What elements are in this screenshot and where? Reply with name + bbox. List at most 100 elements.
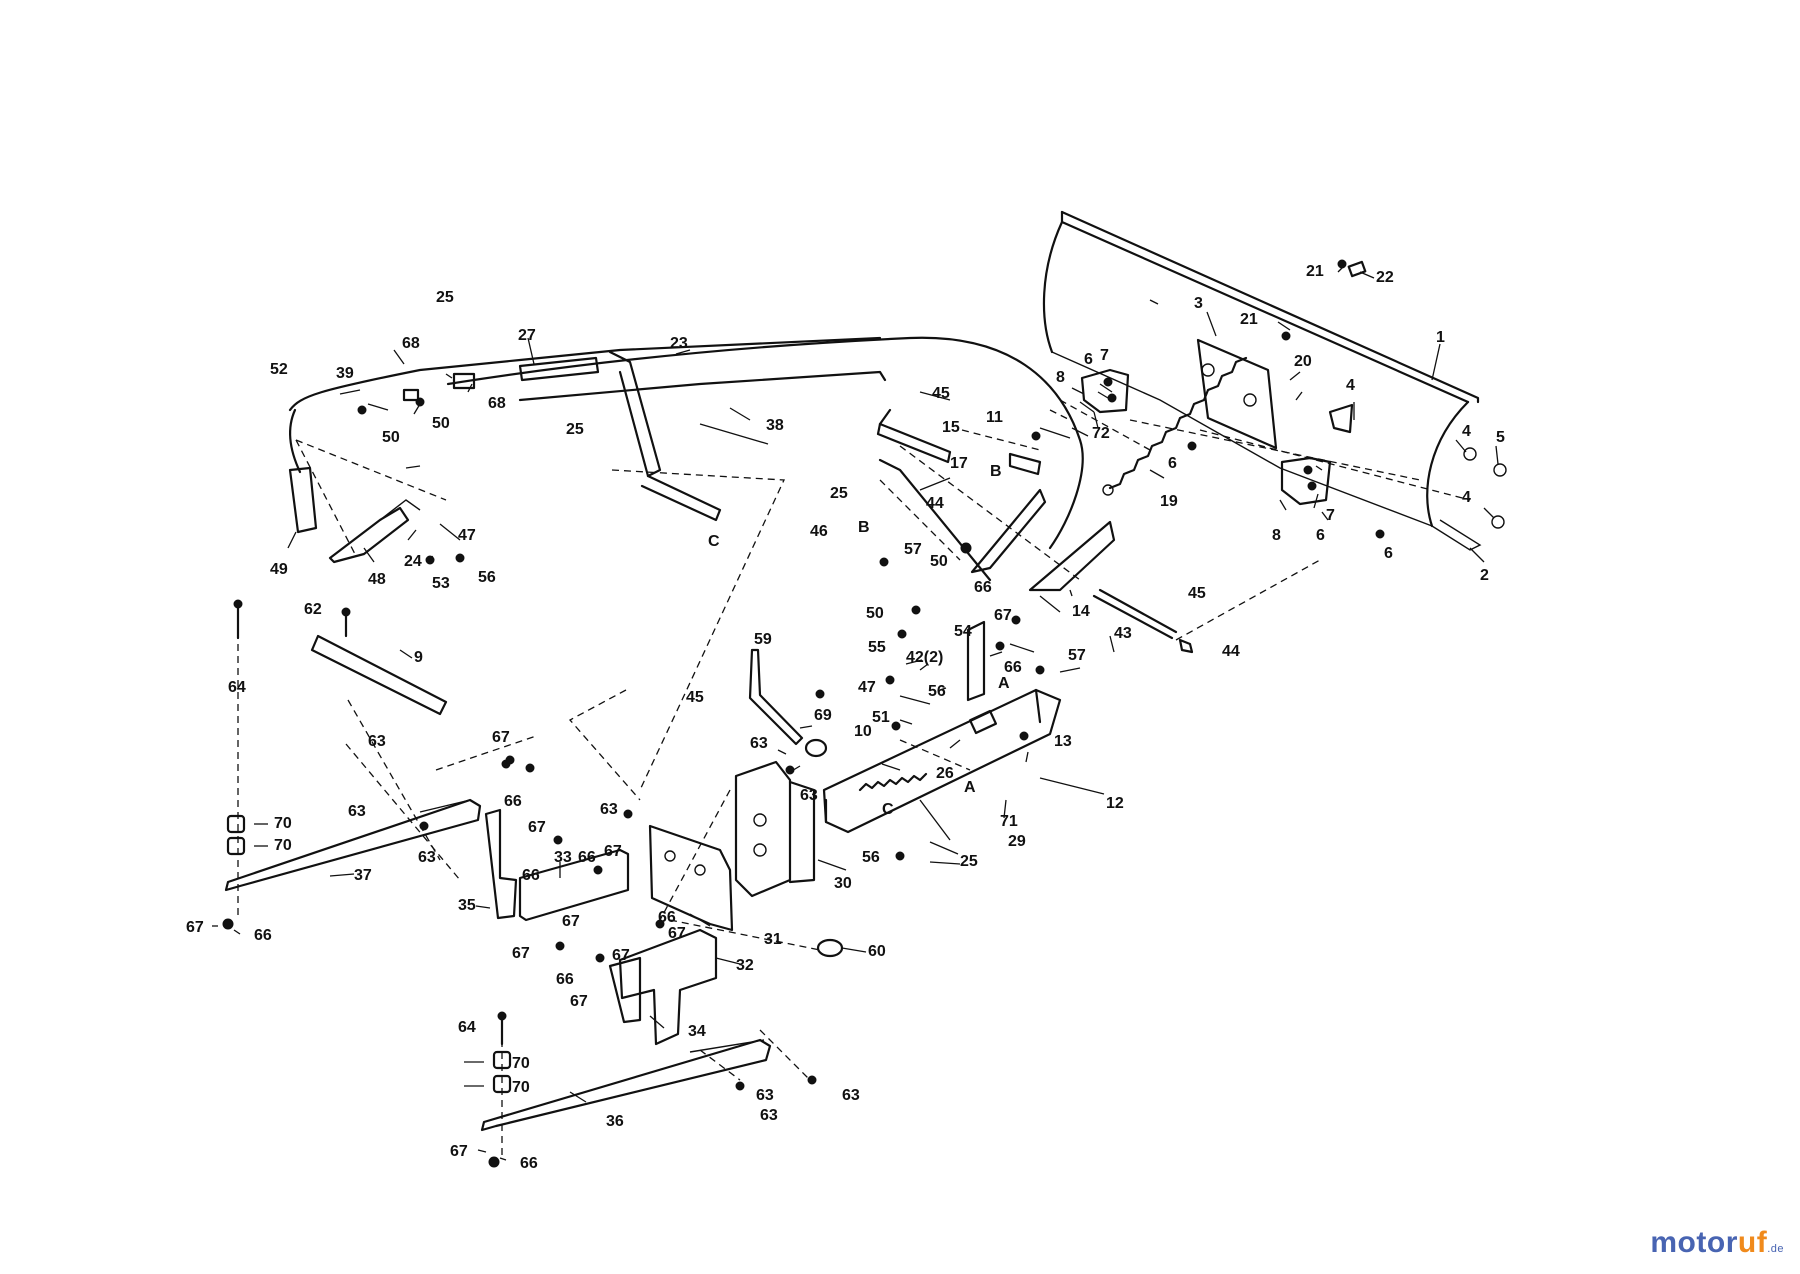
- callout-70: 70: [274, 837, 292, 854]
- callout-63: 63: [418, 849, 436, 866]
- callout-56: 56: [478, 569, 496, 586]
- callout-11: 11: [986, 409, 1003, 426]
- callout-45: 45: [1188, 585, 1206, 602]
- callout-39: 39: [336, 365, 354, 382]
- callout-22: 22: [1376, 269, 1394, 286]
- mount-plate-31: [648, 824, 734, 932]
- callout-56: 56: [928, 683, 946, 700]
- cable-bracket: [1008, 452, 1042, 476]
- callout-29: 29: [1008, 833, 1026, 850]
- callout-50: 50: [382, 429, 400, 446]
- hitch-pin-handle: [748, 648, 804, 746]
- callout-66: 66: [254, 927, 272, 944]
- callout-63: 63: [348, 803, 366, 820]
- callout-25: 25: [436, 289, 454, 306]
- callout-8: 8: [1272, 527, 1281, 544]
- watermark-logo: motoruf.de: [1650, 1226, 1784, 1260]
- callout-50: 50: [930, 553, 948, 570]
- callout-7: 7: [1100, 347, 1109, 364]
- callout-63: 63: [842, 1087, 860, 1104]
- callout-66: 66: [556, 971, 574, 988]
- callout-67: 67: [570, 993, 588, 1010]
- callout-8: 8: [1056, 369, 1065, 386]
- callout-31: 31: [764, 931, 782, 948]
- callout-66: 66: [522, 867, 540, 884]
- callout-13: 13: [1054, 733, 1072, 750]
- callout-53: 53: [432, 575, 450, 592]
- handle-mount-bracket: [328, 499, 421, 564]
- callout-63: 63: [750, 735, 768, 752]
- callout-6: 6: [1316, 527, 1325, 544]
- callout-67: 67: [528, 819, 546, 836]
- callout-57: 57: [1068, 647, 1086, 664]
- callout-56: 56: [862, 849, 880, 866]
- callout-63: 63: [600, 801, 618, 818]
- callout-67: 67: [450, 1143, 468, 1160]
- callout-64: 64: [228, 679, 246, 696]
- callout-46: 46: [810, 523, 828, 540]
- washer-69: [804, 738, 828, 758]
- callout-23: 23: [670, 335, 688, 352]
- callout-6: 6: [1084, 351, 1093, 368]
- callout-66: 66: [974, 579, 992, 596]
- callout-33: 33: [554, 849, 572, 866]
- callout-38: 38: [766, 417, 784, 434]
- callout-67: 67: [994, 607, 1012, 624]
- callout-20: 20: [1294, 353, 1312, 370]
- callout-66: 66: [578, 849, 596, 866]
- callout-51: 51: [872, 709, 890, 726]
- callout-25: 25: [960, 853, 978, 870]
- callout-B: B: [990, 463, 1002, 480]
- callout-44: 44: [1222, 643, 1240, 660]
- lift-rod: [876, 408, 952, 464]
- callout-2: 2: [1480, 567, 1489, 584]
- callout-26: 26: [936, 765, 954, 782]
- watermark-brand-blue: motor: [1650, 1226, 1738, 1259]
- callout-21: 21: [1240, 311, 1258, 328]
- callout-67: 67: [604, 843, 622, 860]
- callout-A: A: [964, 779, 976, 796]
- pivot-rod: [1092, 588, 1194, 654]
- callout-60: 60: [868, 943, 886, 960]
- callout-7: 7: [1326, 507, 1335, 524]
- callout-15: 15: [942, 419, 960, 436]
- callout-47: 47: [858, 679, 876, 696]
- callout-66: 66: [658, 909, 676, 926]
- callout-49: 49: [270, 561, 288, 578]
- callout-54: 54: [954, 623, 972, 640]
- callout-6: 6: [1384, 545, 1393, 562]
- callout-1: 1: [1436, 329, 1445, 346]
- callout-68: 68: [402, 335, 420, 352]
- push-frame-right: [878, 458, 1116, 592]
- callout-42: 42(2): [906, 649, 943, 666]
- push-bar-37: [224, 798, 482, 892]
- callout-A: A: [998, 675, 1010, 692]
- callout-14: 14: [1072, 603, 1090, 620]
- callout-B: B: [858, 519, 870, 536]
- callout-50: 50: [866, 605, 884, 622]
- blade-bracket: [1196, 338, 1278, 450]
- spacers-upper: [226, 814, 246, 856]
- main-frame-tube: [822, 688, 1062, 834]
- callout-25: 25: [566, 421, 584, 438]
- bracket-32: [618, 928, 718, 1046]
- callout-4: 4: [1462, 423, 1471, 440]
- callout-63: 63: [760, 1107, 778, 1124]
- callout-24: 24: [404, 553, 422, 570]
- callout-10: 10: [854, 723, 872, 740]
- callout-44: 44: [926, 495, 944, 512]
- dozer-blade: [1042, 210, 1482, 551]
- callout-59: 59: [754, 631, 772, 648]
- callout-52: 52: [270, 361, 288, 378]
- callout-19: 19: [1160, 493, 1178, 510]
- lift-handle-assembly: [288, 336, 1084, 550]
- callout-67: 67: [492, 729, 510, 746]
- callout-17: 17: [950, 455, 968, 472]
- callout-4: 4: [1346, 377, 1355, 394]
- bracket-35: [484, 808, 518, 920]
- mount-plate-30: [734, 760, 816, 898]
- callout-64: 64: [458, 1019, 476, 1036]
- callout-3: 3: [1194, 295, 1203, 312]
- callout-leaders: [212, 265, 1499, 1161]
